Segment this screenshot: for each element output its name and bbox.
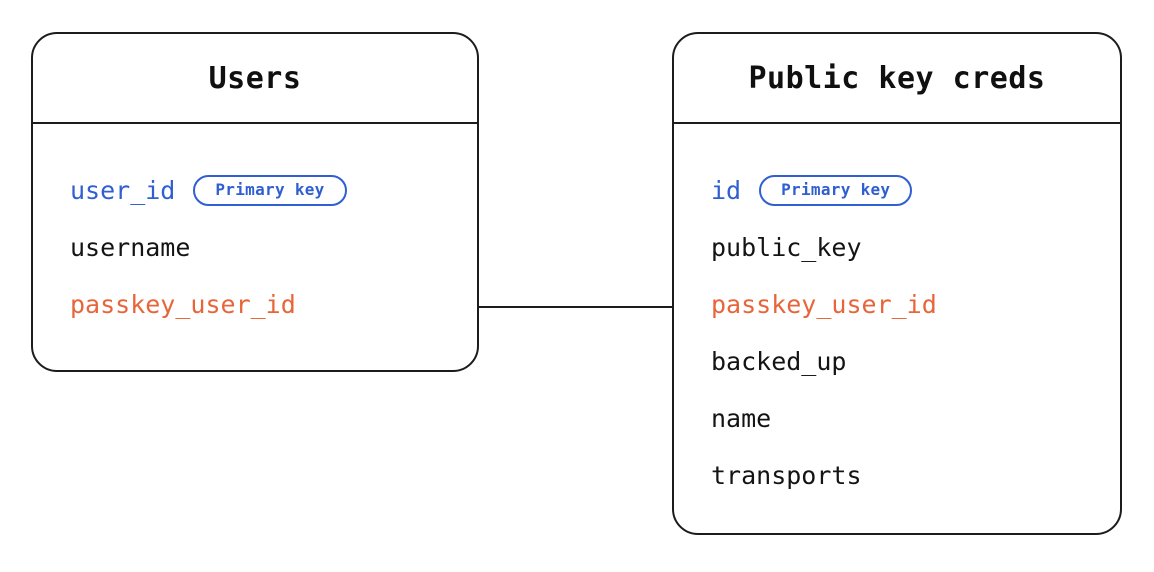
field-row-passkey-user-id-creds[interactable]: passkey_user_id: [674, 276, 1120, 333]
entity-header-public-key-creds: Public key creds: [674, 34, 1120, 124]
primary-key-badge-users: Primary key: [193, 175, 347, 206]
field-name-passkey-user-id: passkey_user_id: [711, 290, 937, 319]
field-name-id: id: [711, 176, 742, 205]
field-row-backed-up[interactable]: backed_up: [674, 333, 1120, 390]
entity-field-list-users: user_id Primary key username passkey_use…: [33, 124, 477, 333]
field-name-name: name: [711, 404, 772, 433]
field-row-public-key[interactable]: public_key: [674, 219, 1120, 276]
field-name-transports: transports: [711, 461, 862, 490]
field-name-passkey-user-id: passkey_user_id: [70, 290, 296, 319]
field-row-id[interactable]: id Primary key: [674, 162, 1120, 219]
entity-title-public-key-creds: Public key creds: [748, 60, 1046, 96]
primary-key-badge-label: Primary key: [215, 180, 325, 199]
entity-title-users: Users: [208, 60, 302, 96]
entity-field-list-public-key-creds: id Primary key public_key passkey_user_i…: [674, 124, 1120, 504]
entity-box-public-key-creds[interactable]: Public key creds id Primary key public_k…: [672, 32, 1122, 535]
field-name-username: username: [70, 233, 191, 262]
primary-key-badge-public-key-creds: Primary key: [759, 175, 913, 206]
primary-key-badge-label: Primary key: [781, 180, 891, 199]
field-name-user-id: user_id: [70, 176, 176, 205]
entity-header-users: Users: [33, 34, 477, 124]
field-row-name[interactable]: name: [674, 390, 1120, 447]
entity-box-users[interactable]: Users user_id Primary key username passk…: [31, 32, 479, 372]
field-name-backed-up: backed_up: [711, 347, 847, 376]
field-name-public-key: public_key: [711, 233, 862, 262]
field-row-passkey-user-id-users[interactable]: passkey_user_id: [33, 276, 477, 333]
relationship-connector-users-public-key-creds: [477, 306, 674, 308]
field-row-user-id[interactable]: user_id Primary key: [33, 162, 477, 219]
field-row-transports[interactable]: transports: [674, 447, 1120, 504]
field-row-username[interactable]: username: [33, 219, 477, 276]
